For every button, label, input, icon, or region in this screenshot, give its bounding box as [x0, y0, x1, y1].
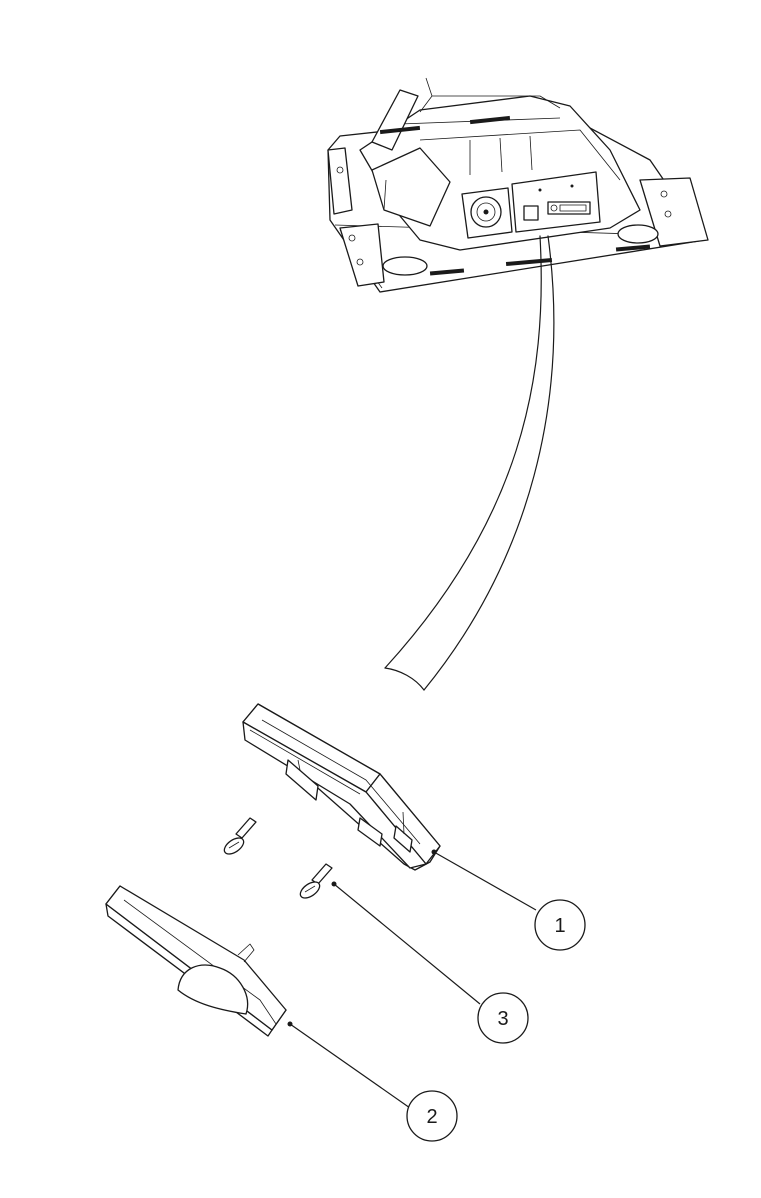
part-2-cover-plate — [105, 885, 287, 1037]
callout-1-label: 1 — [554, 915, 565, 937]
leader-line-3 — [333, 883, 481, 1005]
part-1-housing — [242, 703, 441, 871]
part-3-screw-upper — [223, 817, 257, 855]
detail-view-extension — [384, 235, 555, 691]
callout-2-label: 2 — [426, 1106, 437, 1128]
callout-3-label: 3 — [497, 1008, 508, 1030]
part-3-screw-lower — [299, 863, 333, 899]
callout-leaders — [287, 849, 537, 1109]
callout-2: 2 — [406, 1090, 458, 1142]
overhead-console-assembly — [327, 77, 709, 293]
callout-1: 1 — [534, 899, 586, 951]
callout-3: 3 — [477, 992, 529, 1044]
leader-line-2 — [289, 1023, 411, 1109]
leader-line-1 — [433, 851, 537, 911]
